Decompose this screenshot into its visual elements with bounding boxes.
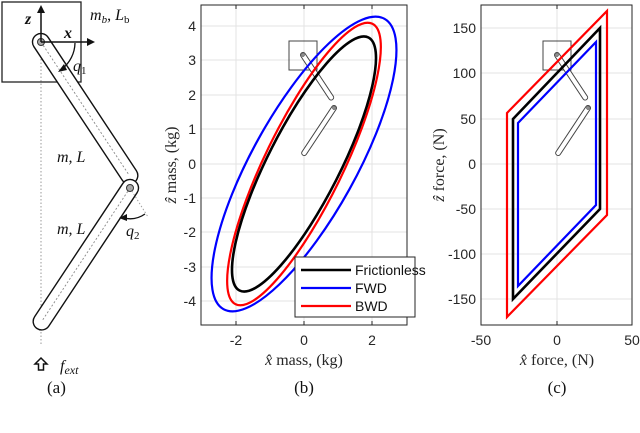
ytick-b-1: 3: [188, 52, 196, 68]
caption-b: (b): [294, 378, 314, 397]
svg-text:ẑ force, (N): ẑ force, (N): [431, 128, 448, 202]
series-bwd-c: [505, 8, 609, 320]
panel-a-diagram: z x mb, Lb q1 q2 m, L m, L fext (a): [1, 1, 149, 397]
ytick-c-5: -100: [448, 246, 476, 262]
series-frictionless-b: [230, 35, 378, 293]
ytick-b-3: 1: [188, 121, 196, 137]
xtick-b-1: 0: [300, 332, 308, 348]
external-force-arrow-icon: [33, 356, 49, 371]
q2-arc-arrow: [119, 213, 146, 221]
legend-item-frictionless: Frictionless: [355, 262, 426, 278]
link1-label: m, L: [57, 149, 86, 166]
caption-c: (c): [548, 378, 567, 397]
ytick-c-1: 100: [453, 65, 477, 81]
ylabel-c: ẑ force, (N): [431, 128, 448, 202]
xlabel-c: x̂ force, (N): [519, 352, 594, 369]
svg-text:q1: q1: [73, 58, 87, 77]
q1-label: q1: [73, 58, 87, 77]
panel-b-chart: -2 0 2 4 3 2 1 0 -1 -2 -3 -4 x̂ mass, (k…: [163, 4, 426, 397]
q1-arc-arrow: [58, 42, 76, 72]
force-label: fext: [60, 358, 79, 377]
xtick-c-0: -50: [471, 332, 491, 348]
xlabel-b: x̂ mass, (kg): [264, 352, 343, 369]
z-axis-label: z: [24, 11, 32, 28]
caption-a: (a): [47, 378, 66, 397]
xtick-c-2: 50: [624, 332, 640, 348]
ytick-b-0: 4: [188, 18, 196, 34]
series-fwd-c: [516, 39, 598, 289]
panel-c-chart: -50 0 50 150 100 50 0 -50 -100 -150 x̂ f…: [431, 4, 640, 397]
ytick-c-4: -50: [456, 201, 476, 217]
xtick-b-0: -2: [230, 332, 243, 348]
legend-item-fwd: FWD: [355, 280, 387, 296]
inset-robot-c: [542, 40, 591, 157]
svg-text:mb, Lb: mb, Lb: [90, 7, 130, 26]
base-label: mb, Lb: [90, 7, 130, 26]
x-axis-label: x: [63, 25, 72, 42]
link2-label: m, L: [57, 221, 86, 238]
ytick-c-0: 150: [453, 20, 477, 36]
xtick-b-2: 2: [368, 332, 376, 348]
ytick-c-6: -150: [448, 291, 476, 307]
ytick-b-5: -1: [184, 190, 197, 206]
ytick-b-6: -2: [184, 224, 197, 240]
link-2: [32, 178, 140, 331]
ytick-b-8: -4: [184, 293, 197, 309]
ylabel-b: ẑ mass, (kg): [163, 127, 180, 205]
svg-text:x̂ mass, (kg): x̂ mass, (kg): [264, 352, 343, 369]
series-frictionless-c: [511, 24, 602, 303]
ytick-b-4: 0: [188, 156, 196, 172]
svg-text:fext: fext: [60, 358, 79, 377]
ytick-c-3: 0: [468, 156, 476, 172]
z-axis-arrow: [37, 5, 45, 42]
svg-text:ẑ mass, (kg): ẑ mass, (kg): [163, 127, 180, 205]
series-bwd-b: [226, 21, 382, 307]
series-fwd-b: [210, 15, 398, 313]
ytick-c-2: 50: [460, 111, 476, 127]
legend-item-bwd: BWD: [355, 298, 388, 314]
xtick-c-1: 0: [553, 332, 561, 348]
svg-text:q2: q2: [126, 223, 140, 242]
legend-b: Frictionless FWD BWD: [294, 256, 426, 318]
x-axis-arrow: [41, 38, 95, 46]
q2-label: q2: [126, 223, 140, 242]
ytick-b-7: -3: [184, 259, 197, 275]
ytick-b-2: 2: [188, 87, 196, 103]
svg-text:x̂ force, (N): x̂ force, (N): [519, 352, 594, 369]
